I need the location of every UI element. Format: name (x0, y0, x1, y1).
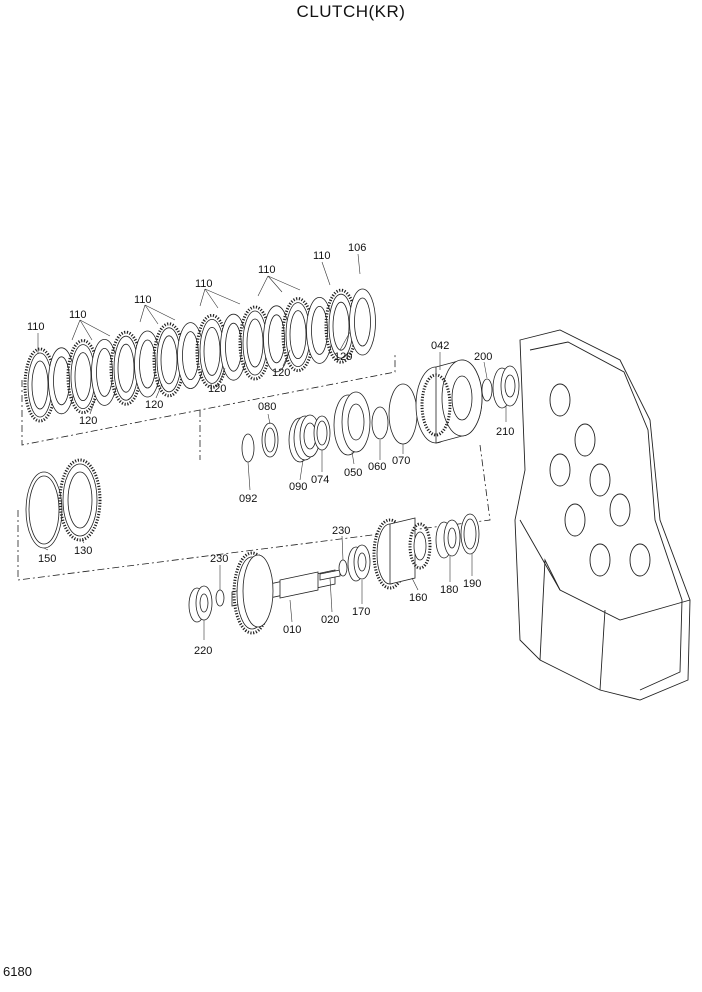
callout-170: 170 (352, 606, 370, 618)
housing-boss (609, 493, 631, 527)
callout-110: 110 (69, 309, 87, 321)
callout-130: 130 (74, 545, 92, 557)
callout-150: 150 (38, 553, 56, 565)
callout-080: 080 (258, 401, 276, 413)
callout-020: 020 (321, 614, 339, 626)
plate-bore (117, 343, 135, 393)
callout-042: 042 (431, 340, 449, 352)
piston-050 (333, 391, 371, 456)
spring-090 (288, 414, 321, 463)
callout-110: 110 (134, 294, 152, 306)
plate-bore (289, 310, 307, 360)
clutch-plate-stack (21, 288, 396, 460)
snap-ring-230-right (338, 559, 348, 577)
pin-020 (319, 569, 341, 581)
plate-bore (332, 301, 350, 351)
snap-ring-092 (241, 433, 255, 463)
plate-bore (160, 335, 178, 385)
housing-boss (629, 543, 651, 577)
plate-bore (203, 326, 221, 376)
shaft-010 (231, 551, 336, 635)
seal-070 (388, 383, 418, 445)
leader-lines (37, 253, 507, 640)
callout-230: 230 (210, 553, 228, 565)
callout-050: 050 (344, 467, 362, 479)
bearing-170 (347, 544, 371, 582)
page-number: 6180 (3, 964, 32, 979)
callout-labels: 106 110 110 110 110 110 110 120 120 120 … (27, 242, 514, 657)
bearing-180 (435, 519, 461, 559)
housing-boss (574, 423, 596, 457)
middle-row-parts (241, 383, 418, 463)
plate-bore (246, 318, 264, 368)
callout-074: 074 (311, 474, 329, 486)
callout-110: 110 (195, 278, 213, 290)
plate-bore (74, 352, 92, 402)
ring-190 (460, 513, 480, 555)
callout-120: 120 (79, 415, 97, 427)
callout-120: 120 (334, 351, 352, 363)
page-title: CLUTCH(KR) (296, 2, 406, 21)
callout-060: 060 (368, 461, 386, 473)
callout-110: 110 (258, 264, 276, 276)
callout-120: 120 (272, 367, 290, 379)
housing-boss (589, 463, 611, 497)
housing-boss (549, 453, 571, 487)
callout-010: 010 (283, 624, 301, 636)
housing-boss (589, 543, 611, 577)
callout-120: 120 (145, 399, 163, 411)
callout-110: 110 (313, 250, 331, 262)
housing-boss (564, 503, 586, 537)
snap-ring-200 (481, 378, 493, 402)
snap-ring-230-left (215, 589, 225, 607)
transmission-housing (514, 329, 691, 701)
housing-boss (549, 383, 571, 417)
disc-130 (58, 458, 102, 542)
callout-210: 210 (496, 426, 514, 438)
bearing-210 (492, 365, 520, 409)
plate-bore (31, 360, 49, 410)
callout-110: 110 (27, 321, 45, 333)
callout-180: 180 (440, 584, 458, 596)
clutch-drum-042 (415, 359, 483, 444)
seal-060 (371, 406, 389, 440)
callout-190: 190 (463, 578, 481, 590)
gear-160 (372, 517, 432, 590)
plate-bore (354, 297, 371, 347)
callout-220: 220 (194, 645, 212, 657)
bearing-220 (188, 585, 213, 623)
callout-200: 200 (474, 351, 492, 363)
callout-160: 160 (409, 592, 427, 604)
callout-106: 106 (348, 242, 366, 254)
callout-070: 070 (392, 455, 410, 467)
callout-120: 120 (208, 383, 226, 395)
callout-092: 092 (239, 493, 257, 505)
callout-090: 090 (289, 481, 307, 493)
callout-230: 230 (332, 525, 350, 537)
